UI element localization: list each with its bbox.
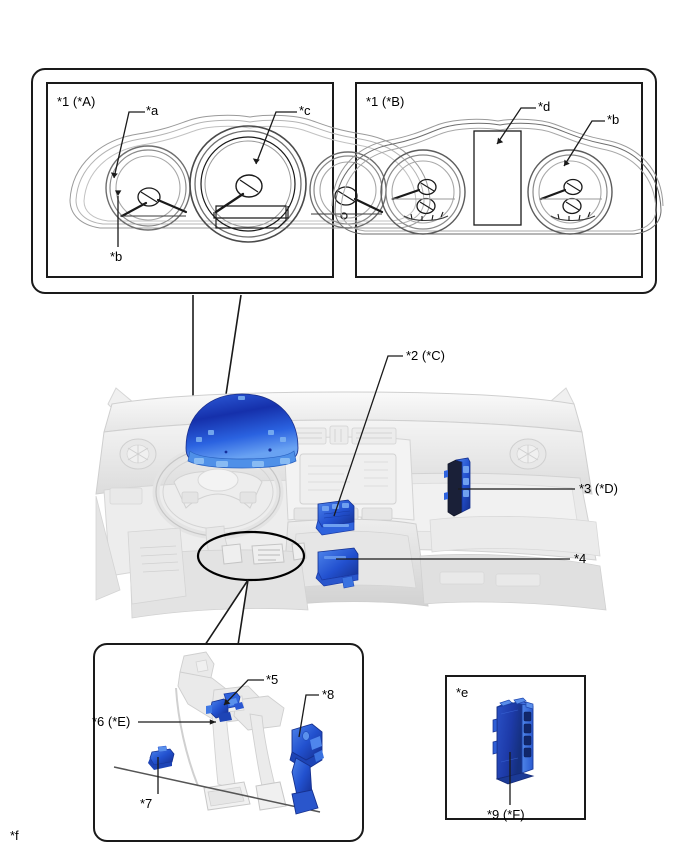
callout-label-a: *a <box>146 103 159 118</box>
callout-label-5: *5 <box>266 672 279 687</box>
callout-label-6: *6 (*E) <box>92 714 131 729</box>
callout-label-8: *8 <box>322 687 335 702</box>
callout-label-2: *2 (*C) <box>406 348 446 363</box>
callout-label-c: *c <box>299 103 311 118</box>
cluster-b-title: *1 (*B) <box>366 94 405 109</box>
callout-label-7: *7 <box>140 796 153 811</box>
cluster-a-title: *1 (*A) <box>57 94 96 109</box>
callout-label-3: *3 (*D) <box>579 481 619 496</box>
callout-label-b-right: *b <box>607 112 620 127</box>
footnote-label-f: *f <box>10 828 19 843</box>
callout-label-b-left: *b <box>110 249 123 264</box>
callout-label-9: *9 (*F) <box>487 807 525 822</box>
callout-label-4: *4 <box>574 551 587 566</box>
ecu-panel-title: *e <box>456 685 469 700</box>
callout-label-d: *d <box>538 99 551 114</box>
